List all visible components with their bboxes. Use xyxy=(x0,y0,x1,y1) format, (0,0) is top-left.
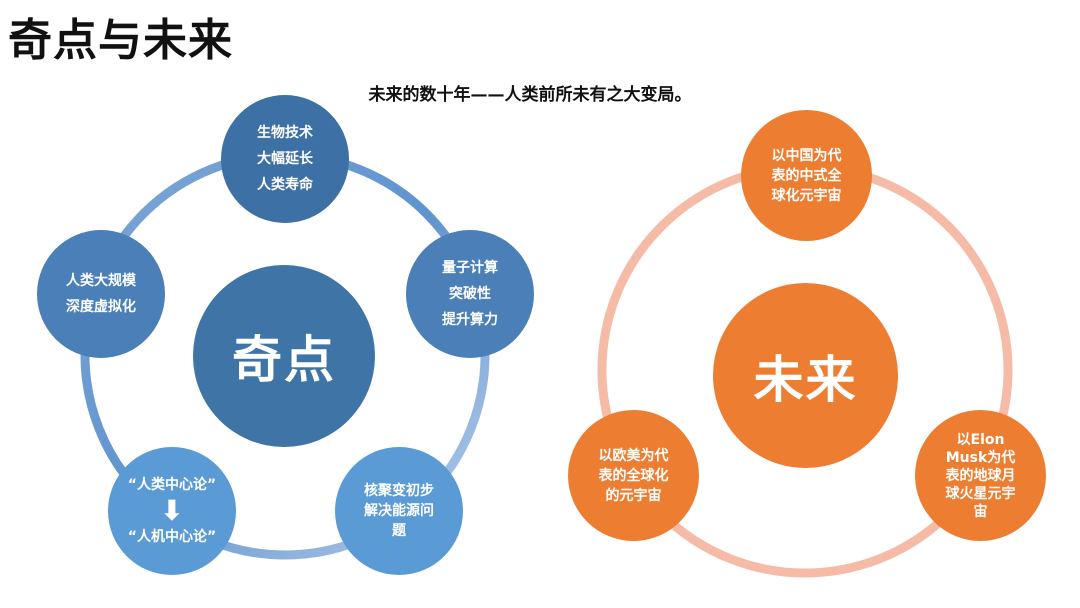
slide-subtitle: 未来的数十年——人类前所未有之大变局。 xyxy=(368,85,692,105)
node-fusion-line-2: 解决能源问 xyxy=(364,503,434,519)
node-china-metaverse: 以中国为代 表的中式全 球化元宇宙 xyxy=(741,110,872,241)
future-center: 未来 xyxy=(713,283,898,468)
node-musk-metaverse-line-4: 球火星元宇 xyxy=(945,485,1016,502)
node-virtualization-line-1: 人类大规模 xyxy=(66,273,136,289)
node-quantum-line-3: 提升算力 xyxy=(442,312,498,328)
node-biotech: 生物技术 大幅延长 人类寿命 xyxy=(221,95,349,223)
node-virtualization-line-2: 深度虚拟化 xyxy=(66,299,136,315)
node-quantum-line-2: 突破性 xyxy=(449,286,491,302)
node-western-metaverse-line-3: 的元宇宙 xyxy=(605,487,662,504)
node-human-center-line-1: “人类中心论” xyxy=(127,477,217,493)
arrow-down-icon: ⬇ xyxy=(160,494,184,527)
node-quantum-line-1: 量子计算 xyxy=(442,260,498,276)
node-virtualization: 人类大规模 深度虚拟化 xyxy=(37,230,165,358)
node-western-metaverse-line-2: 表的全球化 xyxy=(598,467,669,484)
future-center-label: 未来 xyxy=(753,350,858,409)
node-biotech-line-2: 大幅延长 xyxy=(257,151,313,167)
node-china-metaverse-line-3: 球化元宇宙 xyxy=(771,187,842,204)
node-musk-metaverse: 以Elon Musk为代 表的地球月 球火星元宇 宙 xyxy=(915,410,1046,541)
node-biotech-line-1: 生物技术 xyxy=(257,125,313,141)
node-western-metaverse: 以欧美为代 表的全球化 的元宇宙 xyxy=(568,410,699,541)
node-china-metaverse-line-1: 以中国为代 xyxy=(771,147,842,164)
node-fusion-line-3: 题 xyxy=(392,523,406,539)
node-musk-metaverse-line-5: 宙 xyxy=(973,503,988,520)
slide-title: 奇点与未来 xyxy=(8,15,233,66)
node-musk-metaverse-line-1: 以Elon xyxy=(956,431,1005,448)
node-western-metaverse-line-1: 以欧美为代 xyxy=(598,447,669,464)
node-fusion-line-1: 核聚变初步 xyxy=(364,483,434,499)
node-biotech-line-3: 人类寿命 xyxy=(257,177,313,193)
node-musk-metaverse-line-3: 表的地球月 xyxy=(945,467,1016,484)
singularity-center: 奇点 xyxy=(193,265,375,447)
node-fusion: 核聚变初步 解决能源问 题 xyxy=(335,447,463,575)
node-quantum: 量子计算 突破性 提升算力 xyxy=(406,230,534,358)
singularity-center-label: 奇点 xyxy=(232,331,336,389)
node-musk-metaverse-line-2: Musk为代 xyxy=(945,449,1016,466)
node-human-center: “人类中心论” ⬇ “人机中心论” xyxy=(108,447,236,575)
node-human-center-line-2: “人机中心论” xyxy=(127,529,217,545)
node-china-metaverse-line-2: 表的中式全 xyxy=(771,167,842,184)
